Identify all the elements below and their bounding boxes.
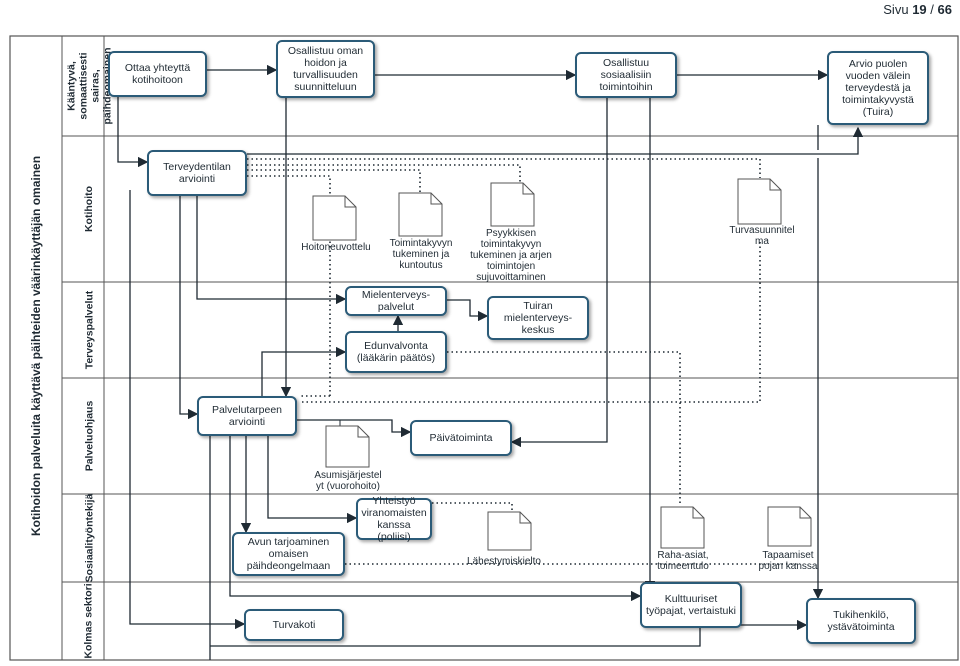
doc-asumisjarjestelyt-label: Asumisjärjestel yt (vuorohoito) [314, 470, 382, 492]
task-paivatoiminta: Päivätoiminta [410, 420, 512, 456]
lane-label-omainen: Kääntyvä, somaattisesti sairas, päihdeom… [65, 36, 113, 136]
lane-label-text: Palveluohjaus [83, 400, 96, 472]
doc-toimintakyky-label: Toimintakyvyn tukeminen ja kuntoutus [389, 238, 453, 271]
flow-mielenterveys-tuiran [447, 299, 489, 322]
assoc-turvasuunnitelma [247, 158, 761, 178]
lane-label-kolmas-sektori: Kolmas sektori [74, 582, 104, 660]
flow-sos-paivatoiminta [510, 98, 608, 448]
task-osallistuu-hoito: Osallistuu oman hoidon ja turvallisuuden… [276, 40, 375, 98]
lane-label-text: Terveyspalvelut [83, 290, 96, 370]
flow-terveydentila-palvelutarve [179, 196, 199, 420]
flow-ottaa-terveydentila [117, 97, 149, 168]
page-total: 66 [937, 2, 952, 17]
page-current: 19 [912, 2, 927, 17]
lane-label-text: Kolmas sektori [83, 583, 95, 659]
page-label: Sivu [883, 2, 909, 17]
doc-turvasuunnitelma-icon [737, 178, 782, 225]
task-osallistuu-sosiaalisiin: Osallistuu sosiaalisiin toimintoihin [575, 52, 677, 98]
lane-label-text: Kääntyvä, somaattisesti sairas, päihdeom… [65, 47, 113, 125]
task-edunvalvonta: Edunvalvonta (lääkärin päätös) [345, 331, 447, 373]
lane-separators [62, 135, 958, 583]
doc-tapaamiset-label: Tapaamiset pojan kanssa [758, 550, 818, 572]
flow-palvelutarve-edunvalvonta [261, 346, 347, 398]
task-kulttuuriset-tyopajat: Kulttuuriset työpajat, vertaistuki [640, 582, 742, 628]
pool-title-text: Kotihoidon palveluita käyttävä päihteide… [29, 155, 44, 537]
task-terveydentilan-arviointi: Terveydentilan arviointi [147, 150, 247, 196]
document-shapes [312, 178, 812, 551]
doc-hoitoneuvottelu-icon [312, 195, 357, 241]
lane-label-kotihoito: Kotihoito [74, 136, 104, 282]
assoc-hoitoneuvottelu [247, 175, 331, 396]
doc-hoitoneuvottelu-label: Hoitoneuvottelu [301, 242, 371, 253]
task-tukihenkilo: Tukihenkilö, ystävätoiminta [806, 598, 916, 644]
task-arvio-puolen-vuoden: Arvio puolen vuoden välein terveydestä j… [827, 51, 929, 125]
doc-asumis-icon [325, 425, 370, 468]
lane-label-palveluohjaus: Palveluohjaus [74, 378, 104, 494]
doc-tapaamiset-icon [767, 506, 812, 547]
assoc-yhteistyo-lahestymis [432, 502, 513, 512]
assoc-toimintakyky [247, 169, 421, 192]
associations [247, 158, 800, 565]
assoc-asumis-diamond [297, 419, 345, 436]
doc-lahestymiskielto-label: Lähestymiskielto [467, 556, 541, 567]
lane-label-text: Kotihoito [83, 185, 96, 233]
pool-title: Kotihoidon palveluita käyttävä päihteide… [14, 40, 58, 652]
page-separator: / [930, 2, 934, 17]
lane-label-terveyspalvelut: Terveyspalvelut [74, 282, 104, 378]
flow-terveydentila-turvakoti [129, 190, 246, 630]
task-avun-tarjoaminen: Avun tarjoaminen omaisen päihdeongelmaan [232, 532, 345, 576]
sequence-flows [117, 64, 864, 660]
task-mielenterveyspalvelut: Mielenterveys-palvelut [345, 286, 447, 316]
task-tuiran-mielenterveyskeskus: Tuiran mielenterveys-keskus [487, 296, 589, 340]
task-yhteistyo-viranomaisten: Yhteistyö viranomaisten kanssa (poliisi) [356, 495, 432, 543]
doc-toimintakyky-icon [398, 192, 443, 237]
flow-palvelutarve-yhteistyo [267, 436, 358, 524]
assoc-psyykkisen [247, 164, 521, 182]
flow-terveydentila-arvio [247, 126, 864, 155]
flow-bottom-tukihenkilo [210, 619, 808, 647]
lane-label-sosiaalityontekija: Sosiaalityöntekijä [74, 493, 104, 583]
doc-raha-asiat-label: Raha-asiat, toimeentulo [657, 550, 709, 572]
flow-terveydentila-mielenterveys [196, 196, 347, 305]
doc-lahestymis-icon [487, 511, 532, 551]
doc-psyykkisen-icon [490, 182, 535, 227]
pool-border [9, 35, 959, 661]
doc-turvasuunnitelma-label: Turvasuunnitel ma [729, 225, 795, 247]
doc-psyykkisen-label: Psyykkisen toimintakyvyn tukeminen ja ar… [470, 228, 552, 283]
flow-palvelutarve-paivatoiminta [297, 419, 412, 438]
task-turvakoti: Turvakoti [244, 609, 344, 641]
task-palvelutarpeen-arviointi: Palvelutarpeen arviointi [197, 396, 297, 436]
lane-label-text: Sosiaalityöntekijä [83, 493, 96, 583]
flow-palvelutarve-kulttuuriset [229, 436, 642, 602]
doc-raha-icon [660, 506, 705, 549]
task-ottaa-yhteytta: Ottaa yhteyttä kotihoitoon [108, 51, 207, 97]
assoc-edunvalvonta-raha [447, 351, 681, 506]
page-number: Sivu 19 / 66 [883, 2, 952, 17]
